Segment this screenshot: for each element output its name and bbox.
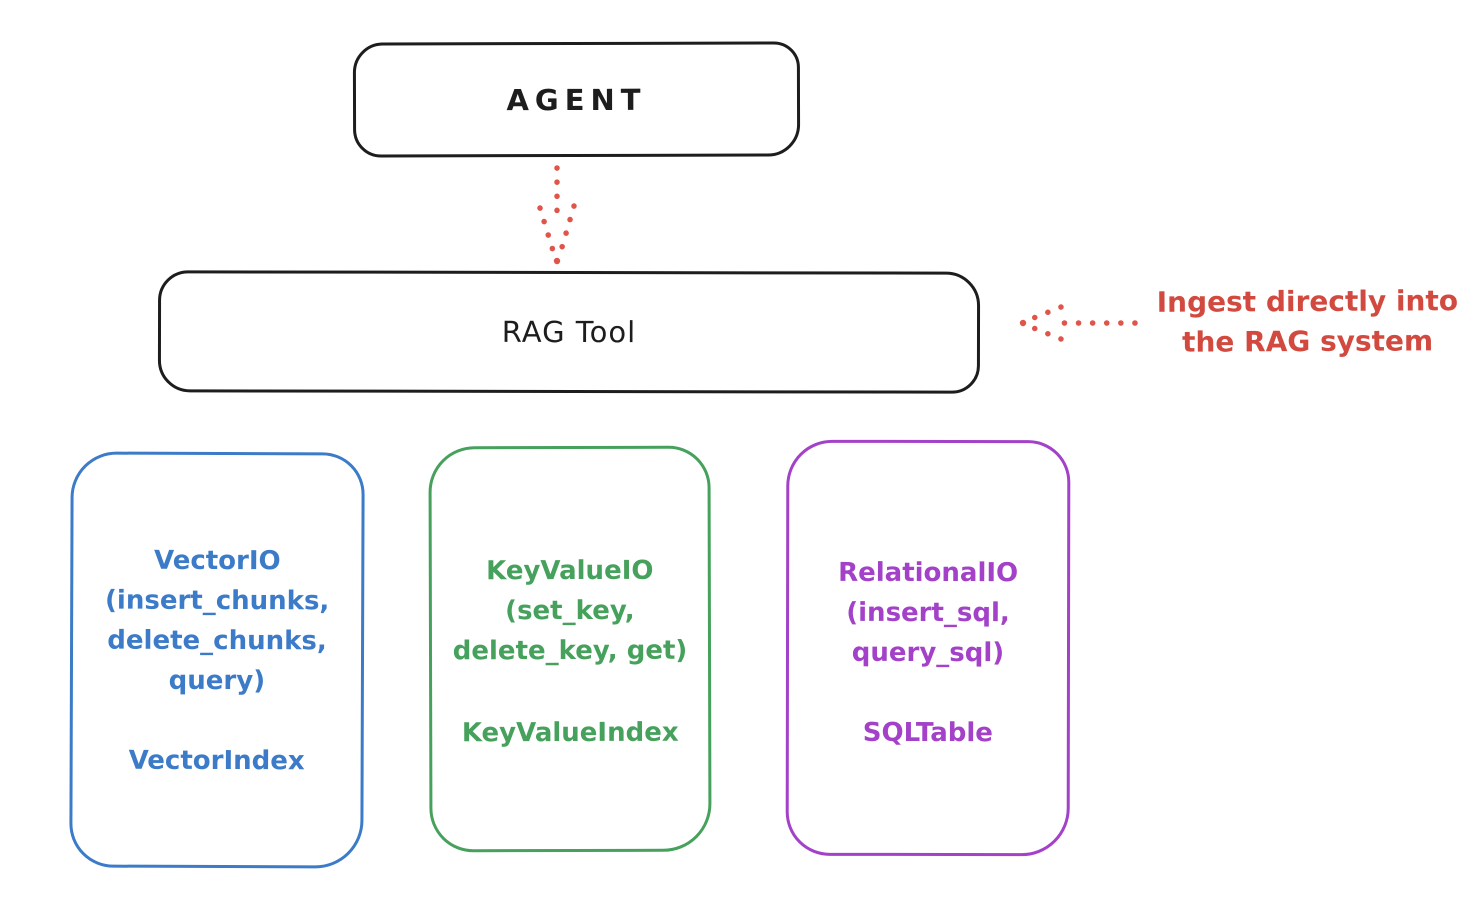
vector-io-line: delete_chunks, [107, 625, 327, 657]
agent-box: AGENT [352, 41, 801, 158]
ingest-annotation: Ingest directly into the RAG system [1140, 281, 1475, 363]
ingest-arrow-icon [1019, 304, 1138, 342]
vector-io-box: VectorIO (insert_chunks, delete_chunks, … [69, 451, 365, 869]
vector-io-line: VectorIO [153, 545, 281, 577]
keyvalue-io-line: (set_key, [505, 595, 635, 627]
vector-io-methods: VectorIO (insert_chunks, delete_chunks, … [105, 541, 330, 702]
rag-tool-label: RAG Tool [501, 314, 637, 350]
keyvalue-io-line: delete_key, get) [452, 635, 688, 667]
ingest-annotation-line1: Ingest directly into [1156, 284, 1459, 319]
vector-io-line: (insert_chunks, [105, 585, 330, 617]
relational-io-line: (insert_sql, [846, 597, 1010, 629]
sql-table-label: SQLTable [862, 717, 993, 749]
agent-to-rag-tool-arrow-icon [537, 165, 577, 265]
relational-io-methods: RelationalIO (insert_sql, query_sql) [838, 553, 1018, 673]
ingest-annotation-line2: the RAG system [1181, 324, 1434, 359]
vector-index-label: VectorIndex [128, 745, 305, 777]
vector-io-line: query) [168, 665, 266, 697]
relational-io-box: RelationalIO (insert_sql, query_sql) SQL… [785, 439, 1071, 857]
keyvalue-io-methods: KeyValueIO (set_key, delete_key, get) [452, 551, 688, 672]
keyvalue-index-label: KeyValueIndex [461, 717, 679, 749]
rag-tool-box: RAG Tool [157, 270, 981, 394]
keyvalue-io-line: KeyValueIO [486, 555, 654, 587]
relational-io-line: RelationalIO [838, 557, 1019, 589]
keyvalue-io-box: KeyValueIO (set_key, delete_key, get) Ke… [428, 445, 712, 853]
agent-label: AGENT [506, 82, 647, 117]
relational-io-line: query_sql) [851, 637, 1005, 669]
